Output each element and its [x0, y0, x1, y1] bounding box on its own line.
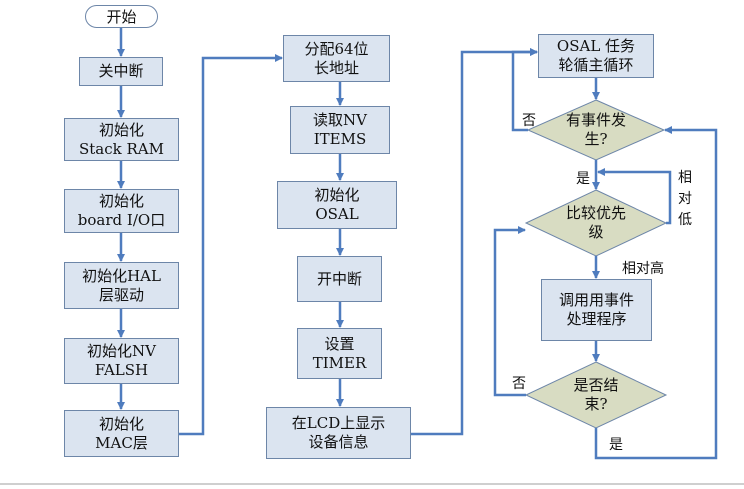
step-text: 初始化 [98, 414, 144, 433]
step-init-nv-flash: 初始化NV FALSH [64, 338, 179, 384]
step-text: 初始化HAL [82, 266, 161, 285]
step-text: 处理程序 [566, 310, 627, 328]
step-text: ITEMS [313, 130, 367, 148]
step-text: OSAL [315, 205, 359, 223]
step-text: 轮循主循环 [558, 56, 634, 74]
label-higher-priority: 相对高 [622, 261, 664, 277]
label-event-no: 否 [522, 113, 536, 129]
step-text: 开中断 [316, 269, 362, 288]
step-text: 初始化 [98, 192, 144, 210]
step-text: Stack RAM [79, 139, 164, 158]
bottom-rule [0, 483, 744, 485]
step-text: 长地址 [313, 58, 359, 77]
step-text: 关中断 [98, 62, 144, 80]
label-char: 对 [678, 191, 692, 207]
step-disable-interrupts: 关中断 [79, 57, 163, 86]
label-done-yes: 是 [609, 437, 623, 453]
label-char: 低 [678, 212, 692, 228]
step-text: 初始化NV [87, 342, 156, 360]
decision-text: 有事件发 [565, 111, 626, 129]
step-text: TIMER [312, 353, 367, 372]
decision-event-text: 有事件发 生? [546, 110, 646, 150]
step-init-board-io: 初始化 board I/O口 [64, 189, 179, 233]
step-text: 设备信息 [308, 433, 369, 451]
step-text: 在LCD上显示 [291, 414, 386, 432]
arrow-done-yes [594, 126, 718, 460]
arrow-event-no [511, 48, 538, 132]
step-init-stack-ram: 初始化 Stack RAM [64, 118, 179, 161]
label-lower-priority: 相 对 低 [677, 168, 693, 231]
step-text: 调用用事件 [558, 291, 634, 309]
step-init-osal: 初始化 OSAL [277, 181, 397, 229]
step-enable-interrupts: 开中断 [297, 256, 382, 302]
step-read-nv-items: 读取NV ITEMS [290, 106, 390, 154]
arrow-priority-lower [597, 168, 672, 225]
step-text: board I/O口 [77, 211, 166, 229]
step-text: 分配64位 [304, 39, 369, 58]
step-lcd-show-info: 在LCD上显示 设备信息 [266, 407, 411, 459]
decision-text: 生? [584, 130, 608, 148]
step-text: 初始化 [98, 120, 144, 139]
start-terminal: 开始 [85, 5, 158, 28]
step-set-timer: 设置 TIMER [297, 328, 382, 379]
step-text: FALSH [94, 361, 149, 379]
step-text: 层驱动 [98, 285, 144, 304]
step-text: 读取NV [313, 111, 367, 129]
decision-text: 束? [584, 395, 608, 413]
arrow-done-no [493, 226, 526, 397]
step-text: MAC层 [95, 433, 148, 452]
step-osal-main-loop: OSAL 任务 轮循主循环 [538, 34, 654, 78]
label-done-no: 否 [512, 376, 526, 392]
decision-priority-text: 比较优先 级 [546, 203, 646, 243]
decision-text: 级 [588, 223, 604, 241]
label-char: 相 [678, 170, 692, 186]
decision-text: 是否结 [573, 376, 619, 394]
decision-done-text: 是否结 束? [546, 375, 646, 415]
decision-text: 比较优先 [565, 204, 626, 222]
step-alloc-long-address: 分配64位 长地址 [283, 35, 390, 82]
step-text: OSAL 任务 [556, 37, 636, 55]
step-init-mac: 初始化 MAC层 [64, 410, 179, 457]
step-init-hal: 初始化HAL 层驱动 [64, 262, 179, 309]
arrow-col1-to-col2 [178, 54, 283, 436]
step-text: 设置 [324, 334, 355, 353]
arrow-col2-to-col3 [411, 48, 538, 436]
label-event-yes: 是 [576, 171, 590, 187]
step-text: 初始化 [314, 186, 360, 204]
step-call-event-handler: 调用用事件 处理程序 [541, 279, 652, 341]
